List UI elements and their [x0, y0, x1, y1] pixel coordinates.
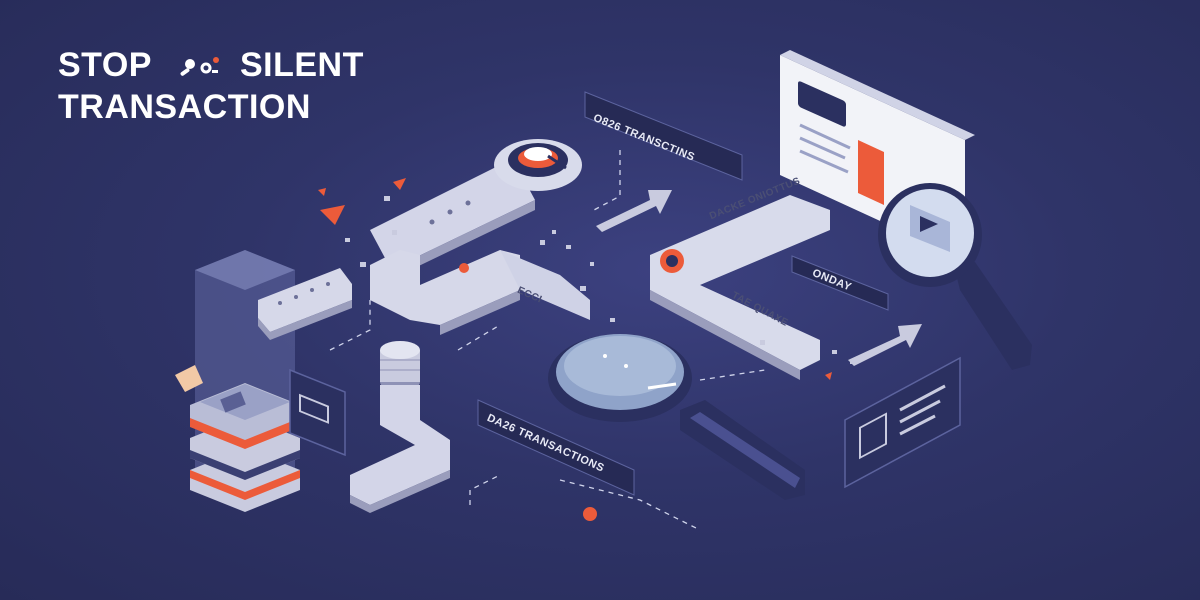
screen-card-left: [289, 368, 346, 457]
banner-top-panel: [584, 91, 743, 181]
day-badge-panel: [791, 255, 889, 311]
dashed-connectors: [329, 150, 766, 531]
headline: STOP SILENT TRANSACTION: [58, 44, 364, 128]
headline-line-1: STOP SILENT: [58, 44, 364, 86]
profile-card: [844, 356, 961, 489]
pipe-right: [650, 195, 830, 380]
database-stack: [380, 341, 420, 391]
pipe-bottom-j: [350, 385, 450, 513]
pipe-top-left: [370, 139, 582, 275]
debris-fragments: [345, 196, 854, 364]
broken-link-icon: [180, 57, 219, 76]
spark-shard: [175, 365, 203, 392]
pipe-center-u: [370, 250, 590, 335]
server-layer-top: [190, 383, 300, 449]
pipe-segment-left: [258, 268, 352, 340]
server-stack: [175, 250, 300, 512]
arrow-top: [596, 190, 672, 232]
headline-word-transaction: TRANSACTION: [58, 88, 311, 126]
magnifier-right: [878, 183, 1032, 370]
headline-word-stop: STOP: [58, 46, 152, 84]
accent-shards: [318, 178, 832, 521]
banner-bottom-panel: [477, 399, 635, 496]
magnifier-center: [548, 334, 805, 500]
headline-word-silent: SILENT: [239, 46, 364, 84]
arrow-right: [848, 324, 922, 366]
headline-line-2: TRANSACTION: [58, 86, 364, 128]
accent-arrow-left: [320, 205, 345, 225]
